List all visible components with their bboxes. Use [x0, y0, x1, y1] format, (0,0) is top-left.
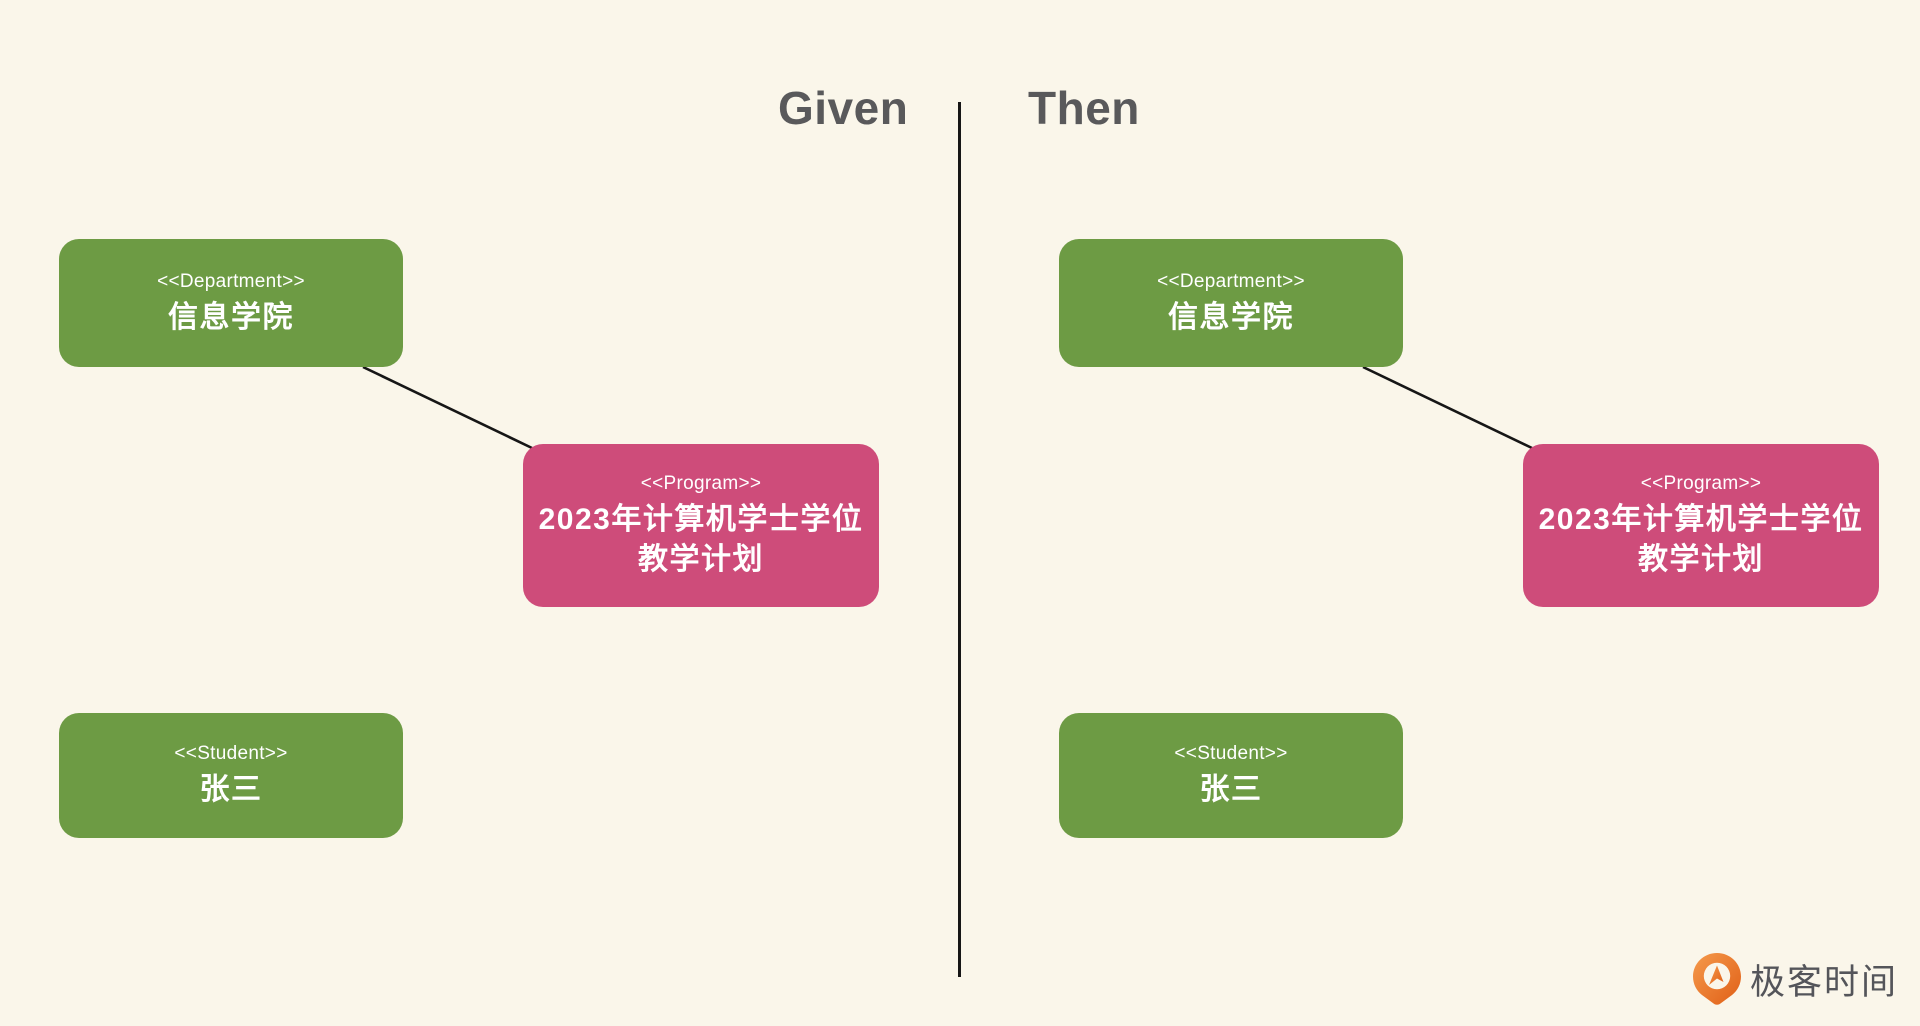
program-stereotype: <<Program>>: [1640, 473, 1762, 494]
program-stereotype: <<Program>>: [640, 473, 762, 494]
department-name: 信息学院: [1168, 300, 1294, 334]
geektime-logo-text: 极客时间: [1750, 962, 1899, 1002]
department-node-then: <<Department>> 信息学院: [1059, 239, 1403, 367]
department-node-given: <<Department>> 信息学院: [59, 239, 403, 367]
student-name: 张三: [199, 773, 263, 806]
program-name: 2023年计算机学士学位 教学计划: [1539, 500, 1864, 580]
student-stereotype: <<Student>>: [1174, 743, 1288, 764]
program-name-line2: 教学计划: [1638, 543, 1764, 576]
given-heading: Given: [778, 82, 909, 134]
program-node-given: <<Program>> 2023年计算机学士学位 教学计划: [523, 444, 879, 607]
program-name-line1: 2023年计算机学士学位: [1538, 503, 1864, 536]
geektime-logo: 极客时间: [1692, 953, 1898, 1005]
geektime-pin-icon: [1693, 953, 1741, 1005]
department-stereotype: <<Department>>: [1157, 270, 1305, 292]
program-name: 2023年计算机学士学位 教学计划: [539, 500, 864, 580]
department-program-connector-given: [362, 365, 533, 450]
then-heading: Then: [1028, 82, 1140, 134]
student-name: 张三: [1199, 773, 1263, 806]
student-node-given: <<Student>> 张三: [59, 713, 403, 838]
program-name-line2: 教学计划: [638, 543, 764, 576]
program-name-line1: 2023年计算机学士学位: [538, 503, 864, 536]
student-node-then: <<Student>> 张三: [1059, 713, 1403, 838]
vertical-divider: [958, 102, 961, 977]
department-stereotype: <<Department>>: [157, 270, 305, 292]
program-node-then: <<Program>> 2023年计算机学士学位 教学计划: [1523, 444, 1879, 607]
student-stereotype: <<Student>>: [174, 743, 288, 764]
department-program-connector-then: [1362, 365, 1533, 450]
department-name: 信息学院: [168, 300, 294, 334]
